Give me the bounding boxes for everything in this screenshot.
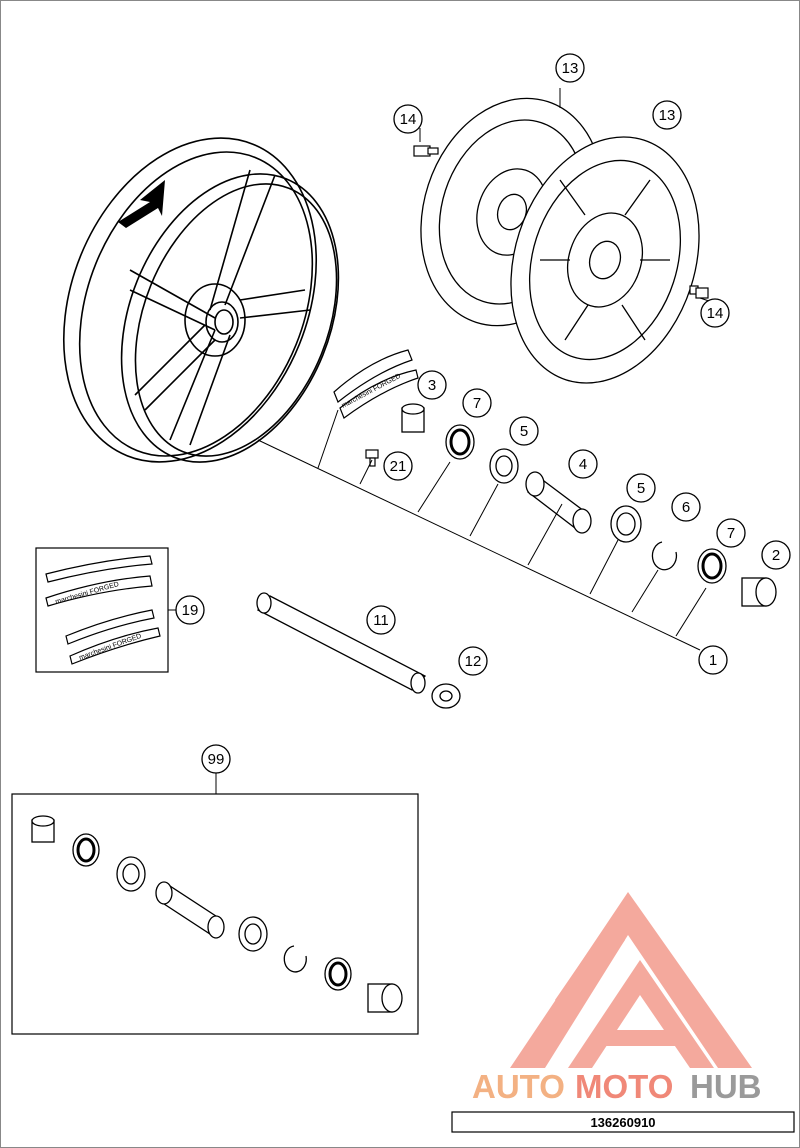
bearing-5-upper <box>489 448 519 484</box>
svg-text:19: 19 <box>182 602 199 619</box>
svg-text:6: 6 <box>682 499 690 516</box>
callout-7-a: 7 <box>462 388 492 418</box>
svg-text:21: 21 <box>390 458 407 475</box>
callout-6: 6 <box>671 492 701 522</box>
decal-text-2: marchesini FORGED <box>78 633 142 662</box>
svg-text:3: 3 <box>428 377 436 394</box>
repair-kit-parts <box>31 815 403 1013</box>
svg-text:5: 5 <box>637 480 645 497</box>
circlip-6 <box>651 541 678 571</box>
decal-strip <box>333 349 419 419</box>
callout-5-a: 5 <box>509 416 539 446</box>
svg-text:13: 13 <box>562 60 579 77</box>
spacer-ring-2 <box>741 577 777 607</box>
watermark-logo-mark <box>510 892 752 1068</box>
decal-text-1: marchesini FORGED <box>55 581 120 606</box>
watermark-wordmark: AUTO MOTO HUB <box>472 1068 762 1105</box>
valve-21 <box>365 449 379 467</box>
spacer-ring-3 <box>401 403 425 433</box>
disc-bolt-lower <box>689 285 709 299</box>
callout-99: 99 <box>201 744 231 774</box>
svg-text:12: 12 <box>465 653 482 670</box>
svg-text:14: 14 <box>707 305 724 322</box>
callout-5-b: 5 <box>626 473 656 503</box>
brake-disc-front <box>510 136 700 384</box>
callout-7-b: 7 <box>716 518 746 548</box>
svg-text:MOTO: MOTO <box>575 1068 673 1105</box>
callout-2: 2 <box>761 540 791 570</box>
svg-text:13: 13 <box>659 107 676 124</box>
bearing-5-lower <box>610 505 642 543</box>
axle-11 <box>256 592 427 694</box>
svg-text:11: 11 <box>373 612 389 629</box>
callout-1: 1 <box>698 645 728 675</box>
leader-lines-1 <box>257 88 713 651</box>
oil-seal-7-lower <box>697 548 727 584</box>
wheel-rim <box>62 137 340 463</box>
callout-4: 4 <box>568 449 598 479</box>
repair-kit-box <box>11 793 419 1035</box>
svg-text:HUB: HUB <box>690 1068 762 1105</box>
oil-seal-7-upper <box>445 424 475 460</box>
callout-19: 19 <box>175 595 205 625</box>
svg-text:7: 7 <box>473 395 481 412</box>
spacer-tube-4 <box>525 471 592 534</box>
callout-12: 12 <box>458 646 488 676</box>
callout-14-b: 14 <box>700 298 730 328</box>
svg-text:99: 99 <box>208 751 225 768</box>
svg-text:AUTO: AUTO <box>472 1068 565 1105</box>
svg-text:2: 2 <box>772 547 780 564</box>
svg-text:1: 1 <box>709 652 717 669</box>
callout-3: 3 <box>417 370 447 400</box>
svg-text:5: 5 <box>520 423 528 440</box>
callout-21: 21 <box>383 451 413 481</box>
callout-13-a: 13 <box>555 53 585 83</box>
document-number: 136260910 <box>590 1115 655 1130</box>
rotation-arrow-icon <box>118 180 165 228</box>
disc-bolt-upper <box>413 145 439 157</box>
document-number-box <box>451 1111 795 1133</box>
svg-text:4: 4 <box>579 456 587 473</box>
callout-14-a: 14 <box>393 104 423 134</box>
callout-11: 11 <box>366 605 396 635</box>
decal-kit-strips <box>45 555 161 665</box>
svg-text:14: 14 <box>400 111 417 128</box>
axle-nut-12 <box>431 683 461 709</box>
svg-text:7: 7 <box>727 525 735 542</box>
callout-13-b: 13 <box>652 100 682 130</box>
